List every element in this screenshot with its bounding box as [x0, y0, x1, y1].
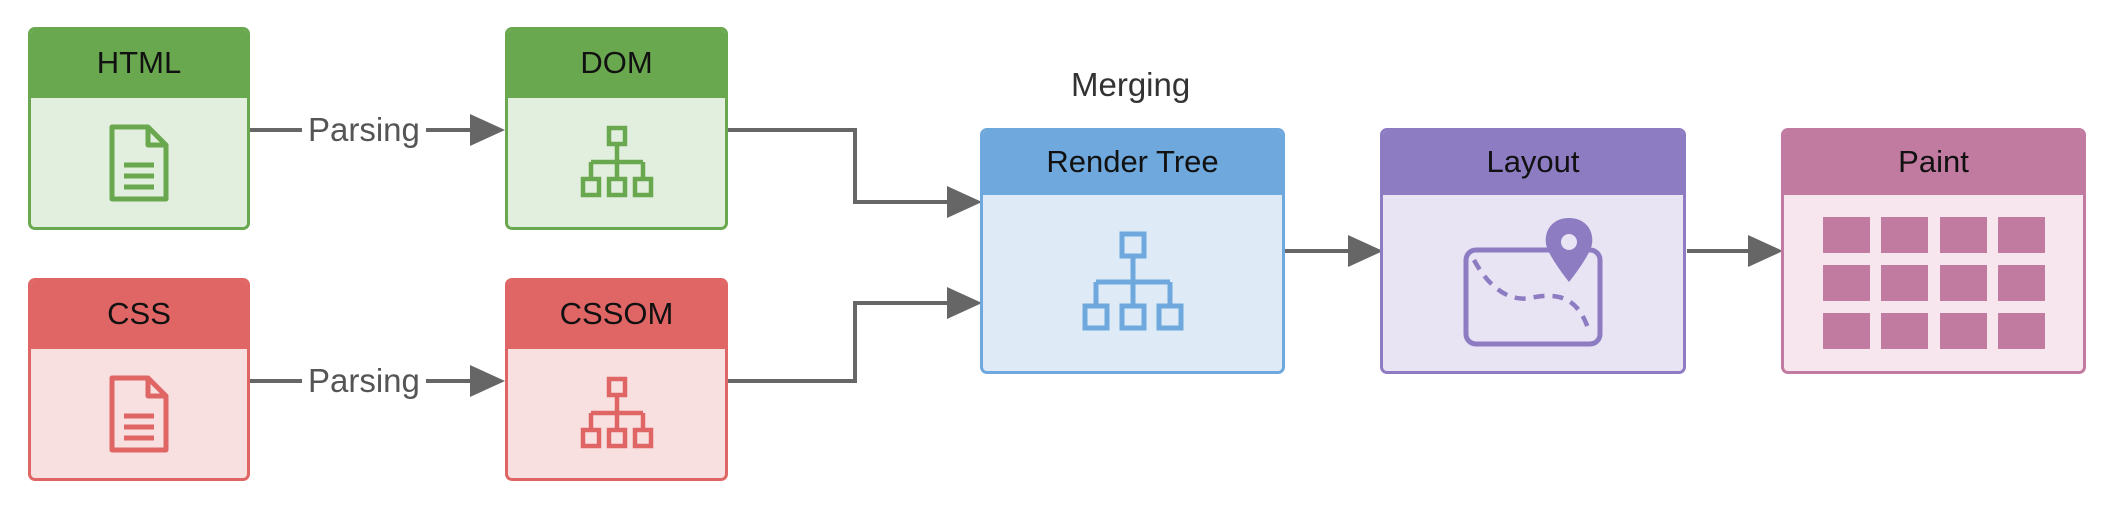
edge-label-merging: Merging: [1071, 66, 1191, 103]
arrowhead-layout: [1348, 235, 1383, 267]
node-cssom: CSSOM: [505, 278, 728, 481]
arrowhead-render-bottom: [947, 287, 982, 319]
node-html-title: HTML: [31, 30, 247, 98]
node-cssom-title: CSSOM: [508, 281, 725, 349]
arrowhead-paint: [1748, 235, 1783, 267]
arrowhead-dom: [470, 114, 505, 146]
grid-icon: [1822, 217, 2045, 349]
map-pin-icon: [1463, 218, 1603, 347]
node-layout-title: Layout: [1383, 131, 1683, 195]
node-dom-title: DOM: [508, 30, 725, 98]
arrowhead-cssom: [470, 365, 505, 397]
edge-label-html-dom: Parsing: [302, 113, 426, 146]
arrowhead-render-top: [947, 186, 982, 218]
node-paint: Paint: [1781, 128, 2086, 374]
node-render-tree: Render Tree: [980, 128, 1285, 374]
node-css: CSS: [28, 278, 250, 481]
tree-icon: [1082, 231, 1183, 331]
tree-icon: [580, 125, 653, 197]
node-html: HTML: [28, 27, 250, 230]
node-dom: DOM: [505, 27, 728, 230]
document-icon: [109, 375, 169, 452]
edge-label-css-cssom: Parsing: [302, 364, 426, 397]
arrow-cssom-to-render: [728, 301, 950, 383]
node-css-title: CSS: [31, 281, 247, 349]
arrow-dom-to-render: [728, 128, 950, 204]
tree-icon: [580, 376, 653, 448]
node-render-tree-title: Render Tree: [983, 131, 1282, 195]
node-paint-title: Paint: [1784, 131, 2083, 195]
node-layout: Layout: [1380, 128, 1686, 374]
document-icon: [109, 124, 169, 201]
